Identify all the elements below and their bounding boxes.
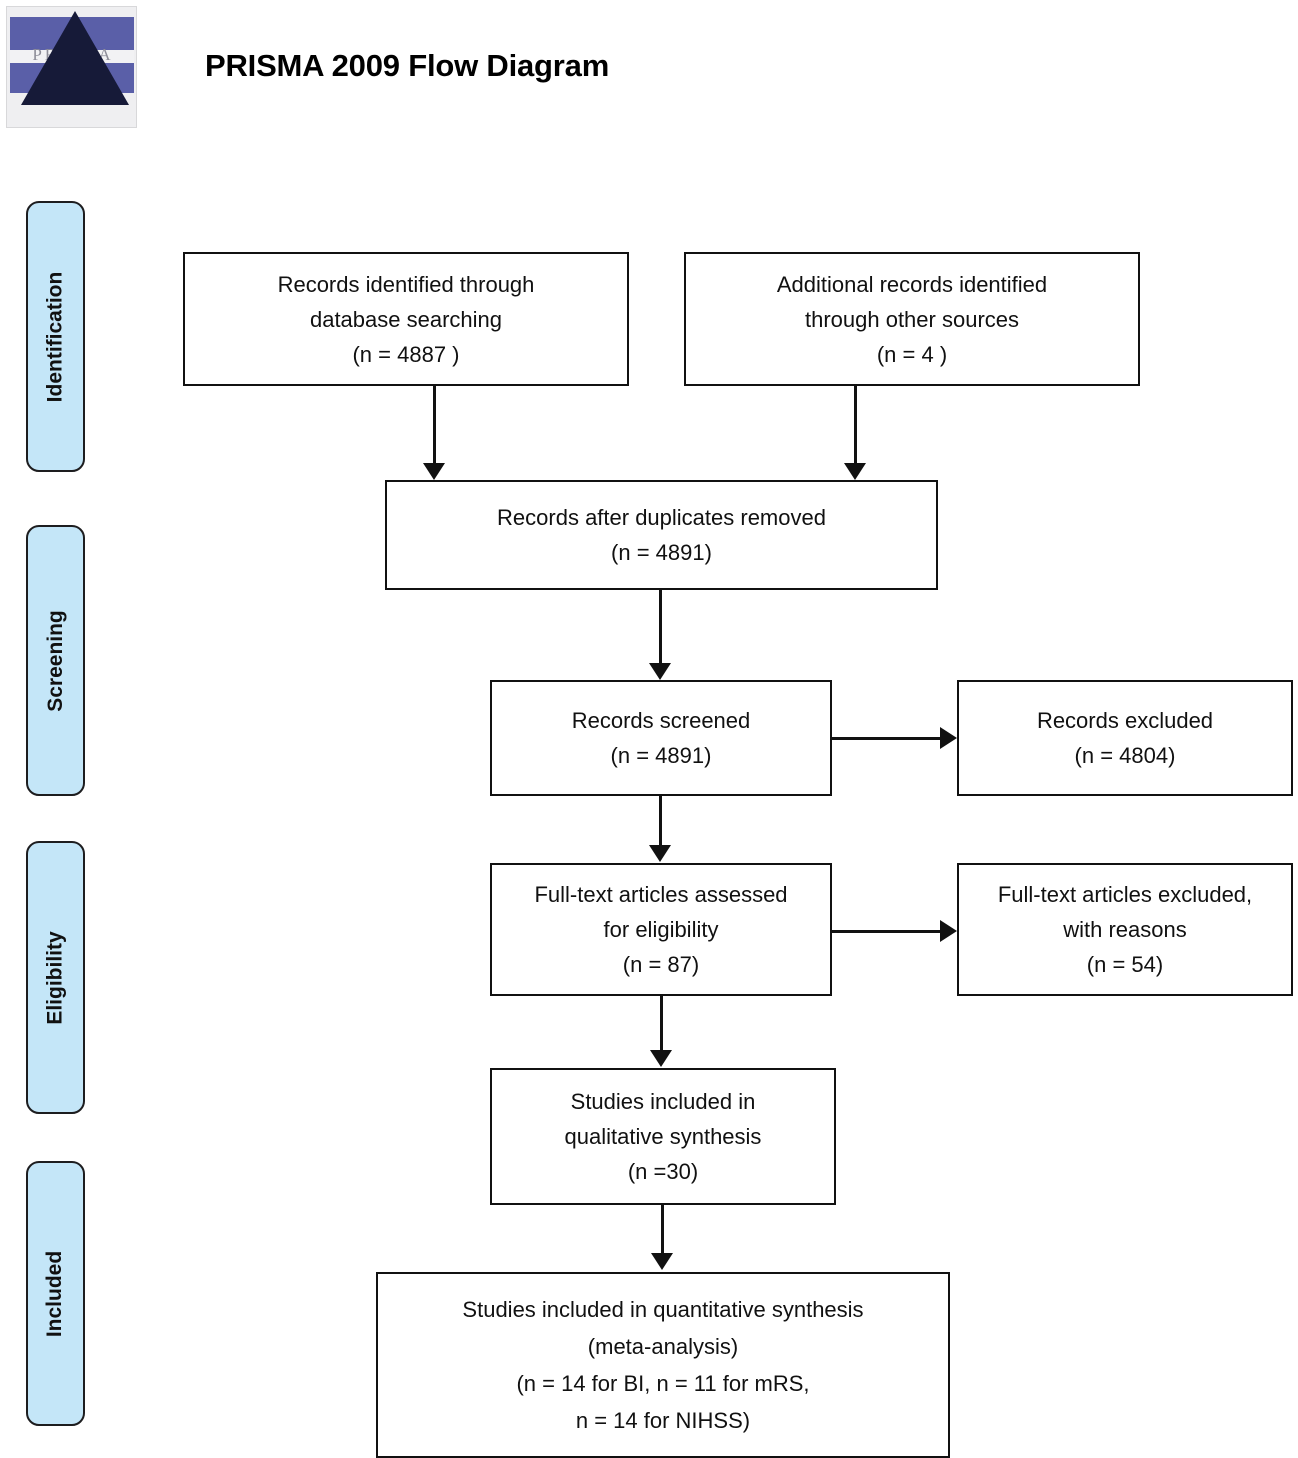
stage-label-eligibility: Eligibility — [26, 841, 85, 1114]
connector-qualitative-to-quantitative — [661, 1205, 664, 1255]
flow-box-text: Records excluded (n = 4804) — [1036, 708, 1214, 768]
arrowhead-down-icon — [844, 463, 866, 480]
arrowhead-down-icon — [649, 663, 671, 680]
flow-box-text: Records after duplicates removed (n = 48… — [497, 505, 826, 565]
connector-fulltext-to-qualitative — [660, 996, 663, 1052]
stage-label-text: Eligibility — [43, 930, 67, 1025]
arrowhead-down-icon — [649, 845, 671, 862]
flow-box-quantitative-synthesis: Studies included in quantitative synthes… — [376, 1272, 950, 1458]
stage-label-included: Included — [26, 1161, 85, 1426]
flow-box-fulltext-excluded: Full-text articles excluded, with reason… — [957, 863, 1293, 996]
flow-box-text: Records identified through database sear… — [277, 271, 535, 367]
flow-box-fulltext-assessed: Full-text articles assessed for eligibil… — [490, 863, 832, 996]
arrowhead-right-icon — [940, 727, 957, 749]
flow-box-database-searching: Records identified through database sear… — [183, 252, 629, 386]
flow-box-text: Full-text articles assessed for eligibil… — [534, 882, 788, 977]
connector-dedup-to-screened — [659, 590, 662, 665]
connector-db-search-to-dedup — [433, 386, 436, 465]
flow-box-records-screened: Records screened (n = 4891) — [490, 680, 832, 796]
flow-box-text: Studies included in qualitative synthesi… — [564, 1089, 762, 1184]
arrowhead-down-icon — [650, 1050, 672, 1067]
flow-box-records-excluded: Records excluded (n = 4804) — [957, 680, 1293, 796]
stage-label-text: Included — [43, 1250, 67, 1337]
stage-label-text: Screening — [43, 609, 67, 712]
stage-label-text: Identification — [43, 271, 67, 402]
arrowhead-right-icon — [940, 920, 957, 942]
stage-label-screening: Screening — [26, 525, 85, 796]
connector-fulltext-to-fulltext-excluded — [832, 930, 942, 933]
prisma-logo: PRISMA — [6, 6, 137, 128]
flow-box-text: Full-text articles excluded, with reason… — [997, 882, 1253, 977]
flow-box-text: Studies included in quantitative synthes… — [462, 1297, 864, 1433]
page-title: PRISMA 2009 Flow Diagram — [205, 48, 610, 83]
flow-box-duplicates-removed: Records after duplicates removed (n = 48… — [385, 480, 938, 590]
arrowhead-down-icon — [651, 1253, 673, 1270]
flow-box-text: Additional records identified through ot… — [776, 271, 1048, 367]
logo-triangle-icon — [21, 11, 129, 105]
flow-box-other-sources: Additional records identified through ot… — [684, 252, 1140, 386]
flow-box-text: Records screened (n = 4891) — [571, 708, 751, 768]
arrowhead-down-icon — [423, 463, 445, 480]
flow-box-qualitative-synthesis: Studies included in qualitative synthesi… — [490, 1068, 836, 1205]
connector-other-sources-to-dedup — [854, 386, 857, 465]
connector-screened-to-fulltext — [659, 796, 662, 846]
stage-label-identification: Identification — [26, 201, 85, 472]
connector-screened-to-records-excluded — [832, 737, 942, 740]
